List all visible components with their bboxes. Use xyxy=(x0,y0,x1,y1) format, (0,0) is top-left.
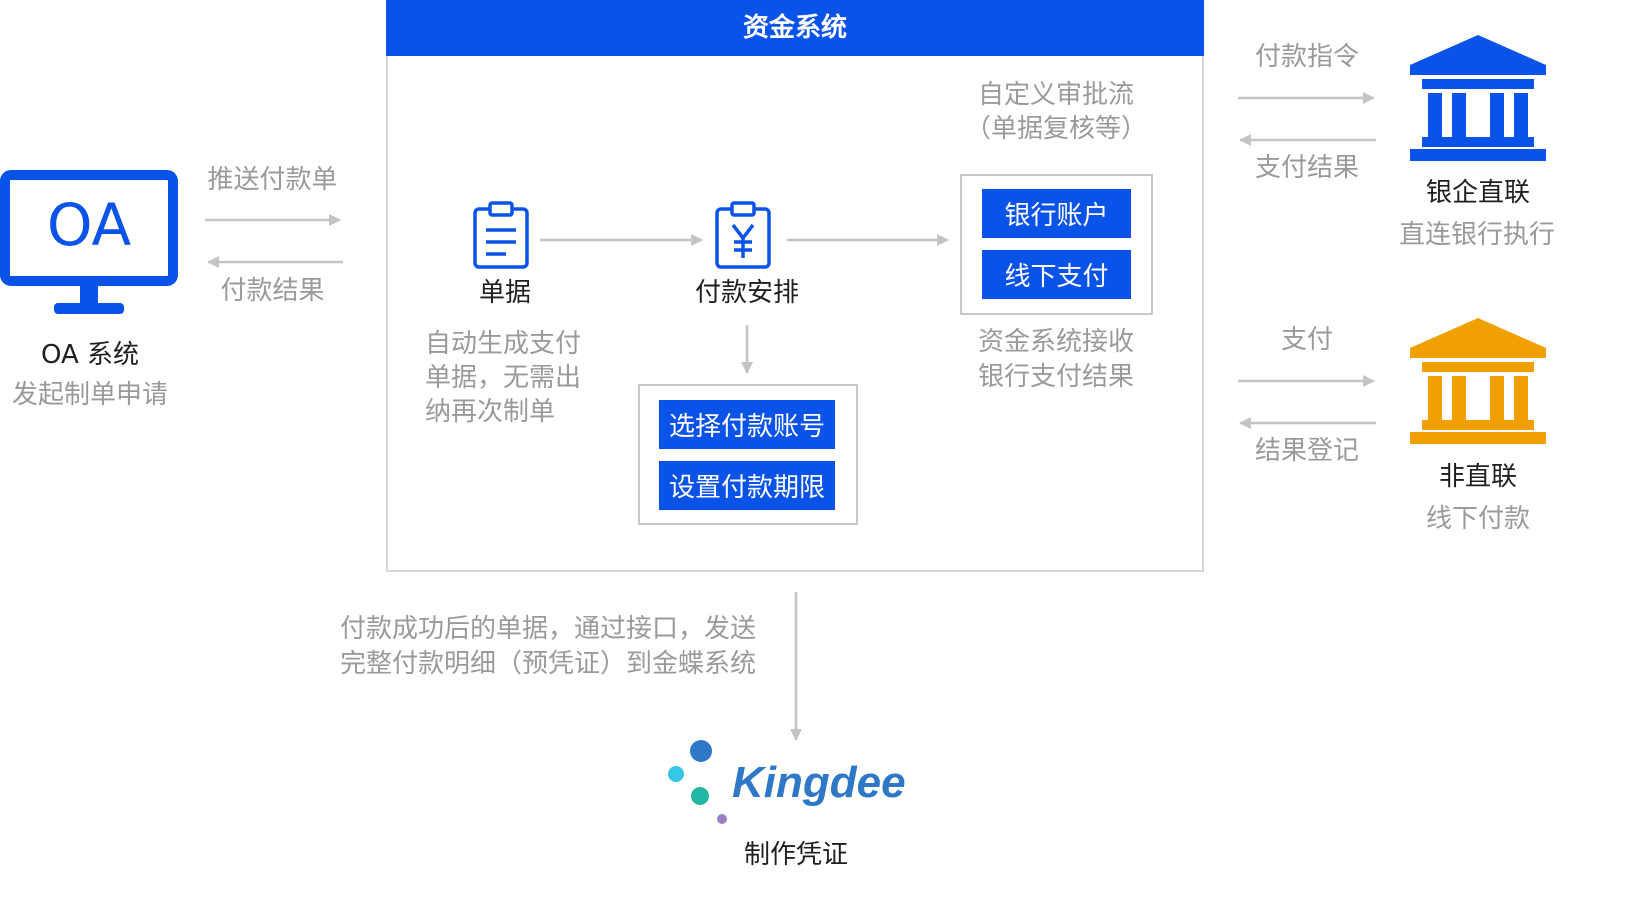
bank-icon xyxy=(1408,316,1548,446)
oa-push-label: 推送付款单 xyxy=(207,165,338,195)
kingdee-logo-text: Kingdee xyxy=(732,758,906,807)
receive-desc-1: 资金系统接收 xyxy=(977,327,1134,357)
fund-system-header: 资金系统 xyxy=(386,0,1204,56)
doc-desc-1: 自动生成支付 xyxy=(425,329,582,359)
bank-icon xyxy=(1408,33,1548,163)
oa-result-label: 付款结果 xyxy=(220,276,325,306)
register-label: 结果登记 xyxy=(1254,436,1359,466)
select-account-button[interactable]: 选择付款账号 xyxy=(659,400,835,449)
pay-label: 支付 xyxy=(1280,325,1333,355)
bank-direct-desc: 直连银行执行 xyxy=(1398,220,1555,250)
set-deadline-button[interactable]: 设置付款期限 xyxy=(659,461,835,510)
kingdee-logo xyxy=(656,740,936,830)
oa-icon-text: OA xyxy=(46,191,132,259)
bank-account-button[interactable]: 银行账户 xyxy=(982,189,1131,238)
kingdee-note-1: 付款成功后的单据，通过接口，发送 xyxy=(340,614,757,644)
non-direct-name: 非直联 xyxy=(1438,462,1517,492)
approval-line2: （单据复核等） xyxy=(964,114,1147,144)
oa-desc: 发起制单申请 xyxy=(11,380,168,410)
doc-desc-3: 纳再次制单 xyxy=(425,397,556,427)
oa-name: OA 系统 xyxy=(40,340,140,370)
fund-system-title: 资金系统 xyxy=(742,13,847,43)
kingdee-label: 制作凭证 xyxy=(743,840,848,870)
bank-direct-name: 银企直联 xyxy=(1425,178,1530,208)
kingdee-note-2: 完整付款明细（预凭证）到金蝶系统 xyxy=(340,649,757,679)
doc-desc-2: 单据，无需出 xyxy=(425,363,582,393)
fund-system-panel xyxy=(386,0,1204,572)
instruction-label: 付款指令 xyxy=(1254,42,1359,72)
offline-payment-button[interactable]: 线下支付 xyxy=(982,250,1131,299)
yen-clipboard-icon xyxy=(712,200,776,272)
approval-line1: 自定义审批流 xyxy=(977,80,1134,110)
monitor-icon xyxy=(0,170,180,320)
receive-desc-2: 银行支付结果 xyxy=(977,362,1134,392)
bank-result-label: 支付结果 xyxy=(1254,153,1359,183)
non-direct-desc: 线下付款 xyxy=(1425,504,1530,534)
doc-label: 单据 xyxy=(478,278,531,308)
clipboard-icon xyxy=(470,200,534,272)
arrange-label: 付款安排 xyxy=(694,278,799,308)
